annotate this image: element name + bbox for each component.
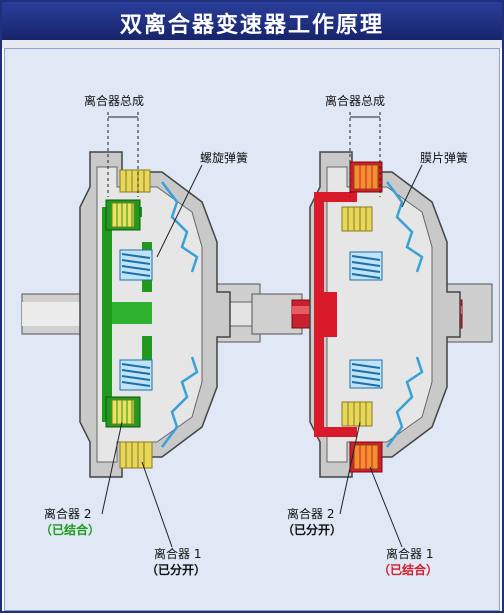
- right-coil-spring-top: [349, 251, 383, 281]
- right-clutch2-label: 离合器 2: [287, 506, 334, 521]
- right-clutch2-state: （已分开）: [282, 522, 342, 537]
- right-spring-leader: [401, 164, 423, 208]
- right-clutch-diagram: 离合器总成 膜片弹簧 离合器 2 （已分开） 离合器 1 （已结合）: [251, 93, 493, 577]
- right-diaphragm-bottom: [386, 356, 424, 448]
- left-clutch1-plates-top: [119, 169, 151, 193]
- right-clutch1-plates-top: [349, 161, 383, 193]
- left-clutch2-leader: [101, 421, 123, 515]
- page-title: 双离合器变速器工作原理: [119, 13, 384, 38]
- title-stripe: [2, 40, 502, 48]
- title-bar: [2, 2, 502, 40]
- right-clutch2-plates-top: [341, 206, 373, 232]
- left-diaphragm-top: [161, 181, 199, 273]
- left-clutch-diagram: 离合器总成 螺旋弹簧 离合器 2 （已结合） 离合器 1 （已分开）: [21, 93, 263, 577]
- left-clutch2-plates-top: [105, 199, 141, 231]
- right-clutch2-plates-bottom: [341, 401, 373, 427]
- right-coil-spring-bottom: [349, 359, 383, 389]
- left-clutch1-leader: [141, 461, 173, 548]
- right-clutch1-leader: [369, 466, 403, 548]
- left-clutch2-label: 离合器 2: [44, 506, 91, 521]
- left-spring-label: 螺旋弹簧: [200, 150, 248, 165]
- right-diaphragm-top: [386, 181, 424, 273]
- left-coil-spring-bottom: [119, 359, 153, 391]
- right-clutch1-state: （已结合）: [378, 562, 438, 577]
- left-green-hub: [112, 302, 152, 324]
- right-red-path-a: [314, 192, 324, 437]
- right-clutch2-leader: [339, 421, 361, 515]
- left-assembly-label: 离合器总成: [84, 93, 144, 108]
- right-red-hub: [324, 292, 337, 337]
- right-spring-label: 膜片弹簧: [420, 150, 468, 165]
- left-clutch1-plates-bottom: [119, 441, 153, 469]
- left-clutch2-plates-bottom: [105, 396, 141, 428]
- right-assembly-label: 离合器总成: [325, 93, 385, 108]
- left-green-path-a: [102, 207, 142, 422]
- left-diaphragm-bottom: [161, 356, 199, 448]
- left-clutch2-state: （已结合）: [40, 522, 100, 537]
- right-clutch1-label: 离合器 1: [386, 546, 433, 561]
- left-coil-spring-top: [119, 249, 153, 281]
- left-clutch1-state: （已分开）: [146, 562, 206, 577]
- left-clutch1-label: 离合器 1: [154, 546, 201, 561]
- right-clutch1-plates-bottom: [349, 441, 383, 473]
- left-spring-leader: [156, 164, 203, 258]
